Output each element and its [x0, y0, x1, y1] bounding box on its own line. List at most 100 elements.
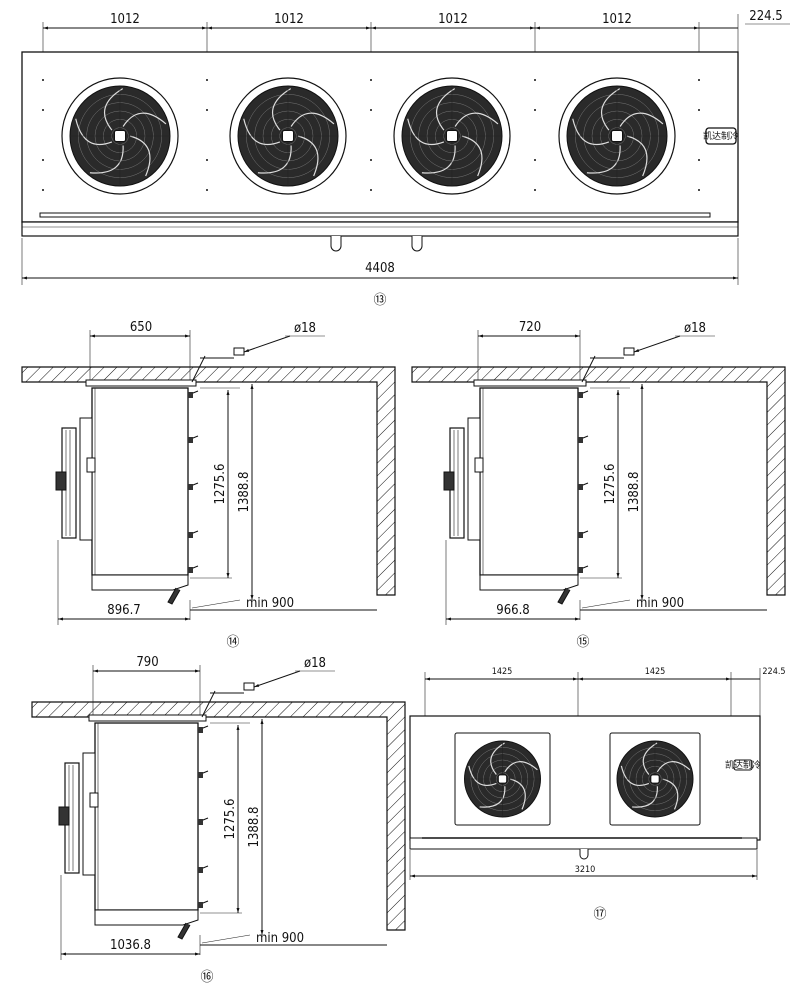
bolt — [534, 159, 536, 161]
bolt — [698, 109, 700, 111]
fan-hub — [446, 130, 458, 142]
bolt — [534, 189, 536, 191]
dim-label-width: 790 — [136, 655, 158, 670]
fan-blade — [421, 145, 456, 174]
nameplate — [705, 127, 737, 145]
bracket — [198, 867, 203, 873]
bolt — [206, 189, 208, 191]
mount-plate — [88, 714, 207, 722]
fan-blade — [435, 88, 456, 131]
fan-blade — [243, 118, 281, 146]
dim-label-depth: 896.7 — [107, 603, 140, 618]
ceiling-wall — [31, 701, 406, 931]
dim-label-1012: 1012 — [438, 12, 468, 27]
bolt — [206, 159, 208, 161]
fan-blade — [626, 135, 648, 177]
nameplate-text: 凯达制冷 — [703, 130, 739, 142]
fan-blade — [407, 118, 445, 146]
fan-blade — [509, 778, 526, 810]
bolt — [698, 79, 700, 81]
bolt — [42, 109, 44, 111]
fan-blade — [290, 112, 335, 127]
fan-blade — [129, 135, 151, 177]
bolt — [370, 79, 372, 81]
dim-label-h1: 1275.6 — [223, 799, 238, 840]
dim-label-clearance: min 900 — [636, 596, 684, 611]
dim-label-overall: 4408 — [365, 261, 395, 276]
fan-hub — [497, 774, 508, 784]
pipe-connector — [233, 347, 245, 356]
bolt — [42, 159, 44, 161]
junction-box — [86, 457, 96, 473]
leader — [201, 934, 251, 944]
bracket — [198, 902, 203, 908]
dim-label-width: 720 — [519, 320, 541, 335]
fan-motor — [443, 471, 455, 491]
fan-icon — [61, 77, 179, 195]
leader — [191, 355, 206, 383]
bolt — [370, 189, 372, 191]
drain-tray — [409, 837, 758, 850]
fan-blade — [257, 145, 292, 174]
drain-pipe — [579, 849, 589, 860]
fan-motor — [58, 806, 70, 826]
bracket — [198, 772, 203, 778]
fan-blade — [662, 778, 679, 810]
dim-label-end: 224.5 — [749, 9, 782, 24]
fan-shroud — [82, 752, 96, 876]
fan-blade — [586, 145, 621, 174]
fan-icon — [558, 77, 676, 195]
bolt — [370, 109, 372, 111]
fan-blade — [271, 88, 292, 131]
dim-label-1425: 1425 — [645, 667, 666, 677]
dim-label-depth: 966.8 — [496, 603, 529, 618]
drain-pipe — [557, 587, 571, 605]
dim-label-end: 224.5 — [762, 667, 785, 677]
fan-shroud — [467, 417, 481, 541]
dim-label-h2: 1388.8 — [627, 472, 642, 513]
drain-pipe — [167, 587, 181, 605]
unit-body — [91, 387, 189, 576]
bracket — [188, 437, 193, 443]
drain-pipe — [330, 236, 342, 252]
fan-blade — [89, 145, 124, 174]
fan-blade — [490, 742, 505, 775]
fan-blade — [619, 112, 664, 127]
bracket — [198, 727, 203, 733]
fan-blade — [632, 786, 658, 808]
leader — [581, 355, 596, 383]
junction-box — [474, 457, 484, 473]
view-number-15: ⑮ — [576, 635, 589, 650]
ceiling-wall — [411, 366, 786, 596]
fan-blade — [504, 761, 538, 773]
fan-icon — [393, 77, 511, 195]
bolt — [42, 189, 44, 191]
bracket — [188, 484, 193, 490]
fan-blade — [572, 118, 610, 146]
nameplate — [733, 759, 753, 771]
drain-tray — [21, 221, 739, 237]
dim-label-clearance: min 900 — [246, 596, 294, 611]
dim-label-h2: 1388.8 — [237, 472, 252, 513]
fan-motor — [55, 471, 67, 491]
drain-tray — [94, 909, 199, 926]
fan-icon — [616, 740, 694, 818]
dim-label-1012: 1012 — [602, 12, 632, 27]
view-number-14: ⑭ — [226, 635, 239, 650]
fan-hub — [282, 130, 294, 142]
bracket — [188, 392, 193, 398]
dim-label-h1: 1275.6 — [213, 464, 228, 505]
bracket — [578, 567, 583, 573]
view-number-13: ⑬ — [373, 293, 386, 308]
fan-blade — [454, 112, 499, 127]
fan-shroud — [79, 417, 93, 541]
fan-hub — [650, 774, 660, 784]
dim-label-overall: 3210 — [575, 865, 596, 875]
mount-plate — [473, 379, 587, 387]
dim-label-h2: 1388.8 — [247, 807, 262, 848]
fan-blade — [656, 761, 691, 773]
